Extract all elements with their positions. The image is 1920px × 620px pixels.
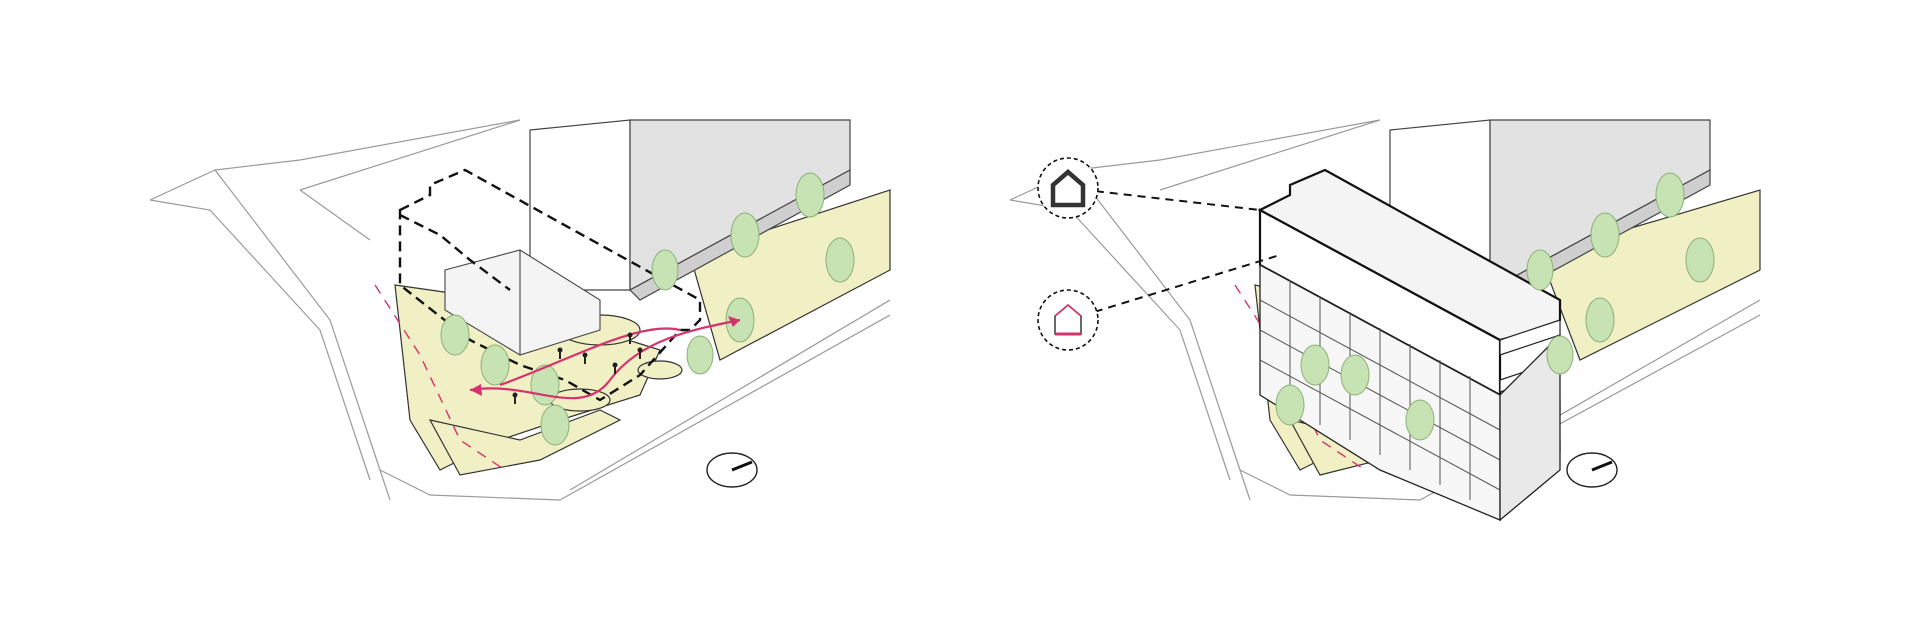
tree	[1340, 354, 1370, 396]
neighbor-face-front	[529, 119, 631, 291]
pedestrian-flow	[469, 316, 741, 400]
tree	[540, 404, 570, 446]
house-outline-icon	[1037, 289, 1099, 351]
tree	[1585, 297, 1615, 343]
tree	[1275, 384, 1305, 426]
fire-access-route	[374, 284, 506, 471]
tree	[1655, 172, 1685, 218]
tree	[825, 237, 855, 283]
tree	[480, 344, 510, 386]
housing-modules-panel	[860, 0, 1920, 620]
lawn-round-3	[637, 360, 683, 380]
tree	[1546, 335, 1574, 375]
site-outline	[149, 119, 891, 501]
tree	[1590, 212, 1620, 258]
housing-modules-drawing	[1009, 119, 1761, 522]
people-markers	[512, 332, 643, 404]
tree	[1300, 344, 1330, 386]
massing-concept-drawing	[149, 119, 891, 501]
existing-low-building	[444, 249, 601, 356]
tree	[686, 335, 714, 375]
trees	[1275, 172, 1715, 441]
tree	[730, 212, 760, 258]
tree	[1405, 399, 1435, 441]
lawn-strip	[428, 409, 622, 476]
tree	[440, 314, 470, 356]
north-arrow-icon	[706, 452, 758, 488]
house-solid-icon	[1037, 157, 1099, 219]
tree	[795, 172, 825, 218]
site-outline	[1009, 119, 1761, 501]
tree	[1685, 237, 1715, 283]
tree	[1526, 249, 1554, 291]
massing-concept-panel	[0, 0, 900, 620]
trees	[440, 172, 855, 446]
callouts	[1037, 157, 1281, 351]
north-arrow-icon	[1566, 452, 1618, 488]
tree	[651, 249, 679, 291]
